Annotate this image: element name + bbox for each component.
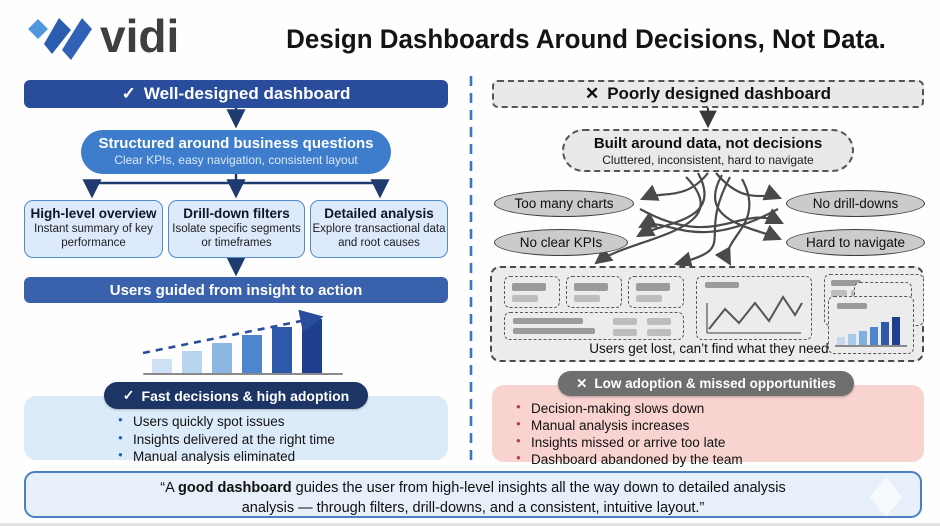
well-designed-header-label: Well-designed dashboard [143,84,351,103]
thumb-chart-bars [837,317,900,345]
check-icon: ✓ [122,387,135,403]
box-title: High-level overview [30,206,157,221]
zigzag-line-icon [706,295,803,334]
bar [182,351,202,373]
bar [848,334,856,345]
built-around-data-pill: Built around data, not decisions Clutter… [562,129,854,172]
cross-icon: ✕ [584,84,600,103]
box-sub: Isolate specific segments or timeframes [172,223,301,249]
box-high-level-overview: High-level overview Instant summary of k… [24,200,163,258]
consequence-item: Manual analysis increases [516,418,896,433]
thumb-chart-baseline [835,345,907,347]
cross-icon: ✕ [576,375,588,391]
quote-rest: guides the user from high-level insights… [291,480,786,496]
poorly-designed-header-label: Poorly designed dashboard [607,84,832,103]
widget-thumb [628,276,684,308]
box-sub: Instant summary of key performance [34,223,153,249]
low-adoption-badge: ✕ Low adoption & missed opportunities [558,371,854,396]
consequence-item: Decision-making slows down [516,401,896,416]
check-icon: ✓ [121,84,136,103]
bar [272,327,292,373]
tangled-arrows [594,172,784,268]
bar [152,359,172,373]
fast-decisions-badge-label: Fast decisions & high adoption [141,387,350,404]
oval-no-drill-downs: No drill-downs [786,190,925,217]
poorly-designed-header: ✕ Poorly designed dashboard [492,80,924,108]
built-around-data-title: Built around data, not decisions [593,135,823,152]
quote-line-1: “A good dashboard guides the user from h… [26,478,920,498]
bar [837,337,845,345]
box-drill-down-filters: Drill-down filters Isolate specific segm… [168,200,305,258]
bar-chart-thumb [828,296,914,354]
brand-logo-icon [28,18,92,60]
benefit-item: Users quickly spot issues [118,414,428,429]
oval-hard-to-navigate: Hard to navigate [786,229,925,256]
structured-pill: Structured around business questions Cle… [81,130,391,174]
structured-pill-sub: Clear KPIs, easy navigation, consistent … [114,153,358,167]
benefit-item: Insights delivered at the right time [118,432,428,447]
cluttered-dashboard-box: Users get lost, can’t find what they nee… [490,266,924,362]
quote-line-2: analysis — through filters, drill-downs,… [241,500,705,517]
bar [859,331,867,345]
oval-too-many-charts: Too many charts [494,190,634,217]
flow-arrow-down [226,258,246,277]
structured-pill-title: Structured around business questions [98,135,374,152]
benefit-item: Manual analysis eliminated [118,449,428,464]
quote-bar: “A good dashboard guides the user from h… [24,471,922,518]
bar [892,317,900,345]
bar [212,343,232,373]
low-adoption-badge-label: Low adoption & missed opportunities [594,376,836,391]
widget-thumb [566,276,622,308]
consequence-item: Insights missed or arrive too late [516,435,896,450]
bar [870,327,878,345]
bar [242,335,262,373]
built-around-data-sub: Cluttered, inconsistent, hard to navigat… [602,153,814,167]
bar [881,322,889,345]
box-sub: Explore transactional data and root caus… [312,223,446,249]
watermark-diamond-icon [870,477,902,516]
adoption-mini-chart-bars [152,318,332,373]
box-title: Drill-down filters [183,206,290,221]
box-title: Detailed analysis [324,206,434,221]
branch-connector [82,174,390,199]
cluttered-box-caption: Users get lost, can’t find what they nee… [589,341,829,356]
users-guided-bar: Users guided from insight to action [24,277,448,303]
flow-arrow-down [226,108,246,129]
quote-bold: good dashboard [178,480,292,496]
widget-thumb-wide [504,312,684,340]
chart-baseline [143,373,343,375]
box-detailed-analysis: Detailed analysis Explore transactional … [310,200,448,258]
consequence-item: Dashboard abandoned by the team [516,452,896,467]
line-chart-thumb [696,276,812,340]
consequences-list: Decision-making slows down Manual analys… [516,401,896,469]
column-divider [469,76,473,464]
fast-decisions-badge: ✓ Fast decisions & high adoption [104,382,368,409]
brand-name: vidi [100,10,180,62]
quote-open: “A [160,480,179,496]
trend-arrow-icon [142,309,324,355]
benefits-list: Users quickly spot issues Insights deliv… [118,414,428,467]
widget-thumb [504,276,560,308]
page-title: Design Dashboards Around Decisions, Not … [286,24,886,54]
flow-arrow-down [699,108,717,129]
well-designed-header: ✓ Well-designed dashboard [24,80,448,108]
oval-no-clear-kpis: No clear KPIs [494,229,628,256]
